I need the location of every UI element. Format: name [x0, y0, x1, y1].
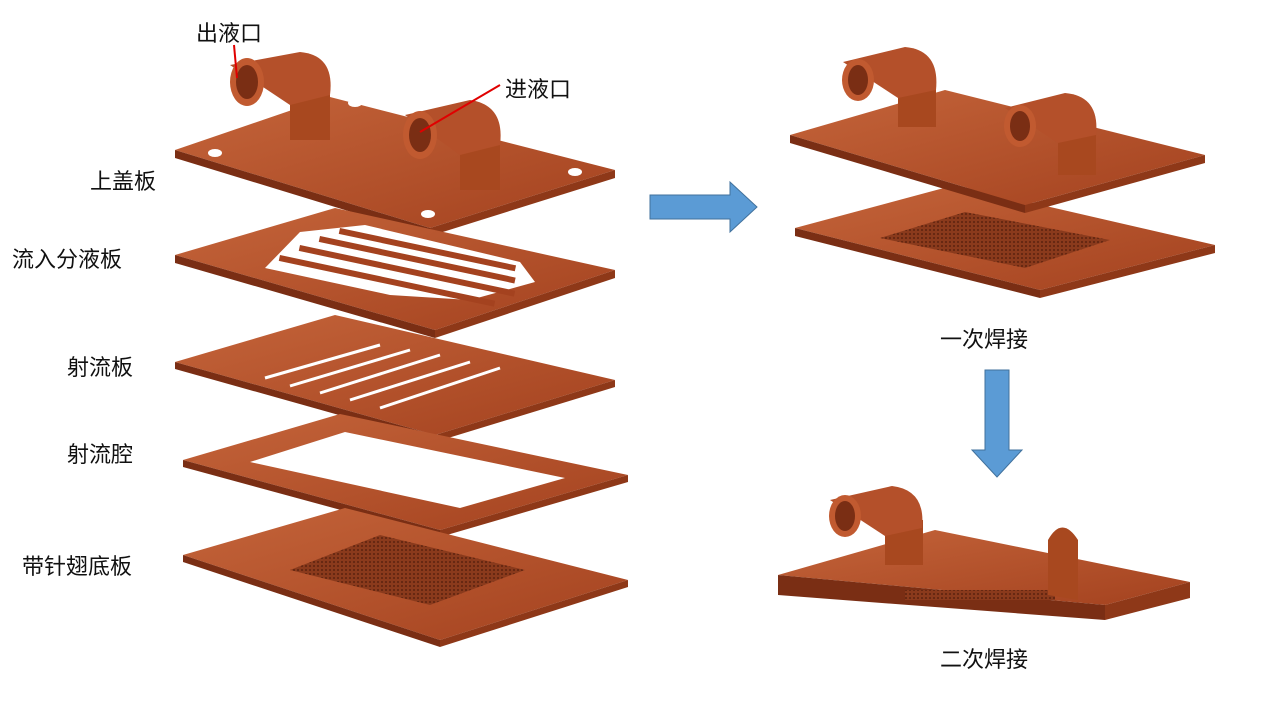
- jet-cavity-label: 射流腔: [67, 443, 134, 468]
- first-weld-label: 一次焊接: [940, 328, 1029, 353]
- distributor-label: 流入分液板: [12, 248, 123, 273]
- right-arrow: [649, 180, 758, 234]
- pin-fin-base-plate: [183, 508, 628, 647]
- jet-cavity-plate: [183, 414, 628, 537]
- jet-plate-label: 射流板: [67, 356, 134, 381]
- outlet-label: 出液口: [196, 22, 263, 47]
- top-cover-plate: [175, 97, 615, 236]
- inlet-elbow-pipe: [403, 100, 501, 190]
- inlet-label: 进液口: [505, 78, 572, 103]
- second-weld-assembly: [778, 486, 1190, 620]
- inlet-leader-line: [419, 84, 501, 133]
- down-arrow: [970, 369, 1024, 478]
- base-plate-label: 带针翅底板: [22, 555, 133, 580]
- outlet-elbow-pipe: [230, 52, 331, 140]
- second-weld-label: 二次焊接: [940, 648, 1029, 673]
- first-weld-assembly: [790, 47, 1215, 298]
- top-cover-label: 上盖板: [90, 170, 157, 195]
- distributor-plate: [175, 208, 615, 338]
- jet-plate: [175, 315, 615, 442]
- outlet-leader-line: [233, 44, 238, 79]
